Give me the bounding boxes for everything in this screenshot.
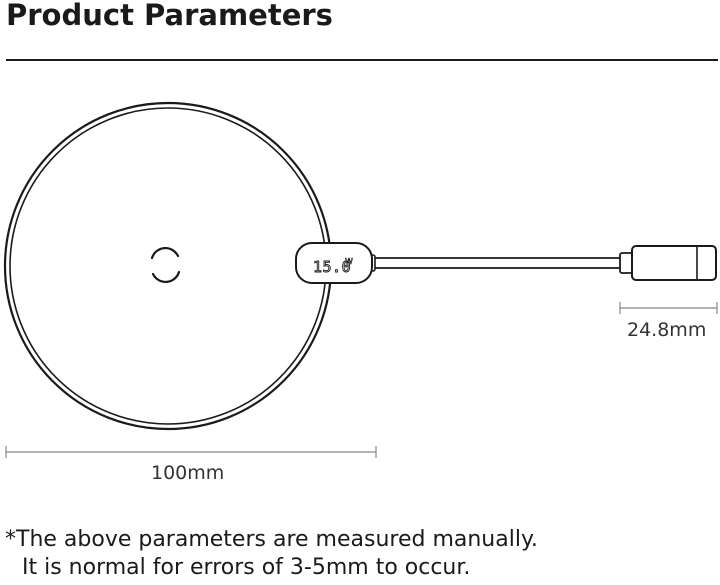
footnote-line-2: It is normal for errors of 3-5mm to occu… <box>22 555 471 580</box>
power-display-housing <box>295 242 373 284</box>
diameter-dimension-line <box>5 446 377 458</box>
page-title: Product Parameters <box>6 0 333 32</box>
plug-length-label: 24.8mm <box>627 319 707 341</box>
usb-cable <box>366 252 635 274</box>
plug-dimension-line <box>619 302 718 314</box>
pad-outer-rim <box>3 101 333 431</box>
diameter-label: 100mm <box>151 462 225 484</box>
brand-logo-icon <box>150 246 181 284</box>
footnote-line-1: *The above parameters are measured manua… <box>5 527 538 552</box>
power-display-reading: 15.0 <box>313 258 351 276</box>
charger-pad <box>3 101 333 431</box>
title-divider <box>6 59 718 61</box>
power-display-unit: W <box>345 257 353 266</box>
usb-c-plug <box>631 245 717 281</box>
